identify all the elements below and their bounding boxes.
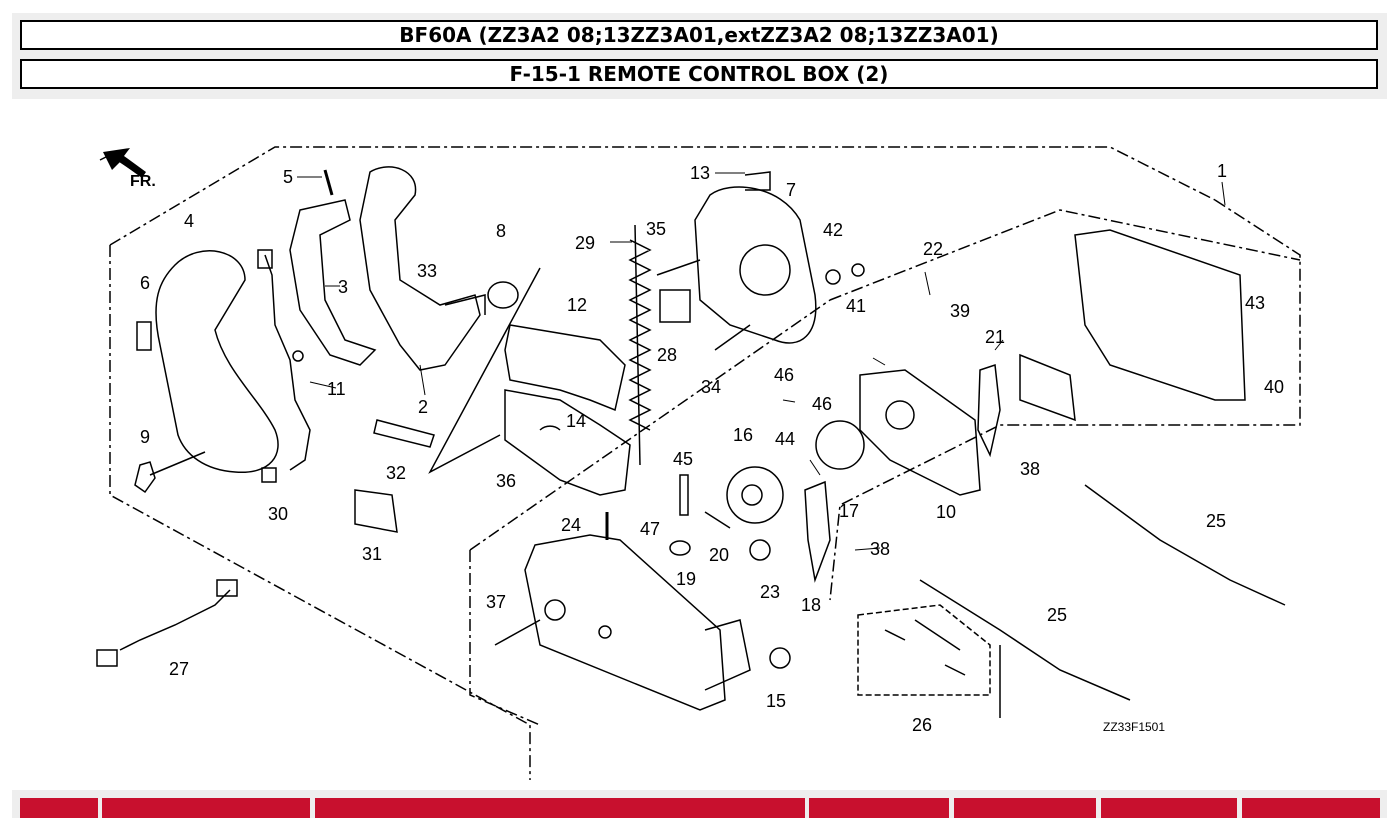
callout-3: 3 bbox=[338, 277, 349, 297]
callout-2: 2 bbox=[418, 397, 429, 417]
callout-32: 32 bbox=[386, 463, 407, 483]
table-header-cell bbox=[809, 798, 949, 818]
callout-27: 27 bbox=[169, 659, 190, 679]
callout-20: 20 bbox=[709, 545, 730, 565]
drawing-code: ZZ33F1501 bbox=[1103, 720, 1166, 734]
callout-43: 43 bbox=[1245, 293, 1266, 313]
callout-1: 1 bbox=[1217, 161, 1228, 181]
callout-36: 36 bbox=[496, 471, 517, 491]
callout-42: 42 bbox=[823, 220, 844, 240]
callout-33: 33 bbox=[417, 261, 438, 281]
callout-45: 45 bbox=[673, 449, 694, 469]
callout-31: 31 bbox=[362, 544, 383, 564]
callout-6: 6 bbox=[140, 273, 151, 293]
callout-7: 7 bbox=[786, 180, 797, 200]
callout-38b: 38 bbox=[870, 539, 891, 559]
callout-11: 11 bbox=[327, 379, 346, 399]
callout-8: 8 bbox=[496, 221, 507, 241]
exploded-view-drawing bbox=[96, 146, 1301, 780]
callout-19: 19 bbox=[676, 569, 697, 589]
front-arrow-icon bbox=[103, 148, 146, 178]
callout-13: 13 bbox=[690, 163, 711, 183]
callout-30: 30 bbox=[268, 504, 289, 524]
table-header-cell bbox=[1101, 798, 1237, 818]
callout-34: 34 bbox=[701, 377, 722, 397]
callout-41: 41 bbox=[846, 296, 867, 316]
callout-18: 18 bbox=[801, 595, 822, 615]
callout-39: 39 bbox=[950, 301, 971, 321]
callout-28: 28 bbox=[657, 345, 678, 365]
callout-5: 5 bbox=[283, 167, 294, 187]
model-title: BF60A (ZZ3A2 08;13ZZ3A01,extZZ3A2 08;13Z… bbox=[20, 20, 1378, 50]
callout-15: 15 bbox=[766, 691, 787, 711]
callout-23: 23 bbox=[760, 582, 781, 602]
table-header-cell bbox=[20, 798, 98, 818]
table-header-cell bbox=[1242, 798, 1380, 818]
callout-40: 40 bbox=[1264, 377, 1285, 397]
parts-table-header bbox=[12, 790, 1387, 818]
table-header-cell bbox=[954, 798, 1096, 818]
callout-22: 22 bbox=[923, 239, 944, 259]
callout-37: 37 bbox=[486, 592, 507, 612]
table-header-cell bbox=[102, 798, 310, 818]
callout-38a: 38 bbox=[1020, 459, 1041, 479]
callout-44: 44 bbox=[775, 429, 796, 449]
callout-46a: 46 bbox=[774, 365, 795, 385]
callout-14: 14 bbox=[566, 411, 587, 431]
header-panel: BF60A (ZZ3A2 08;13ZZ3A01,extZZ3A2 08;13Z… bbox=[12, 13, 1387, 99]
callout-12: 12 bbox=[567, 295, 588, 315]
front-label: FR. bbox=[130, 173, 156, 190]
callout-35: 35 bbox=[646, 219, 667, 239]
callout-29: 29 bbox=[575, 233, 596, 253]
callout-4: 4 bbox=[184, 211, 195, 231]
callout-26: 26 bbox=[912, 715, 933, 735]
callout-47: 47 bbox=[640, 519, 661, 539]
callout-17: 17 bbox=[839, 501, 860, 521]
callout-46b: 46 bbox=[812, 394, 833, 414]
callout-21: 21 bbox=[985, 327, 1006, 347]
section-title: F-15-1 REMOTE CONTROL BOX (2) bbox=[20, 59, 1378, 89]
parts-diagram: FR. 1 2 3 4 5 6 7 8 9 10 11 12 13 14 15 … bbox=[0, 100, 1399, 780]
callout-24: 24 bbox=[561, 515, 582, 535]
callout-25b: 25 bbox=[1047, 605, 1068, 625]
table-header-cell bbox=[315, 798, 805, 818]
callout-9: 9 bbox=[140, 427, 151, 447]
callout-10: 10 bbox=[936, 502, 957, 522]
callout-25a: 25 bbox=[1206, 511, 1227, 531]
callout-16: 16 bbox=[733, 425, 754, 445]
